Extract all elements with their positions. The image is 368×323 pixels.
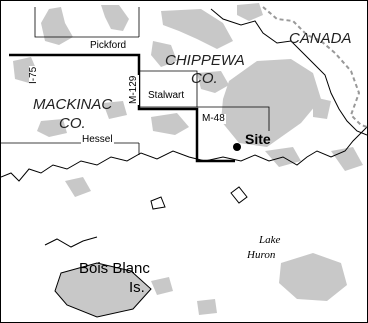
road-label-i75: I-75 <box>28 65 39 85</box>
county-boundary <box>9 53 235 163</box>
shoreline <box>1 8 367 318</box>
site-marker <box>233 143 241 151</box>
lake-label-line1: Lake <box>259 234 281 246</box>
country-label: CANADA <box>289 30 352 47</box>
town-label-pickford: Pickford <box>89 40 128 51</box>
road-label-m48: M-48 <box>201 113 226 124</box>
mackinac-county-label-line1: MACKINAC <box>33 96 113 113</box>
chippewa-county-label-line1: CHIPPEWA <box>165 52 245 69</box>
chippewa-county-label-line2: CO. <box>191 70 218 87</box>
town-label-hessel: Hessel <box>81 134 114 145</box>
shaded-land <box>13 3 363 317</box>
town-label-stalwart: Stalwart <box>147 90 186 101</box>
lake-label-line2: Huron <box>247 249 276 261</box>
island-label-line1: Bois Blanc <box>79 260 150 277</box>
township-lines <box>1 7 270 155</box>
road-label-m129: M-129 <box>128 74 139 105</box>
mackinac-county-label-line2: CO. <box>59 115 86 132</box>
international-border <box>262 6 367 128</box>
site-label: Site <box>245 131 271 147</box>
island-label-line2: Is. <box>129 279 145 296</box>
